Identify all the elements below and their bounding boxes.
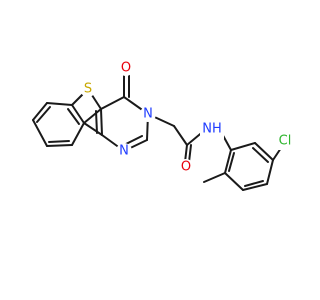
ring-nitrogen-1-label: N <box>119 144 129 159</box>
bond <box>32 102 48 121</box>
bond <box>252 147 269 163</box>
amide-oxygen-label: O <box>181 160 191 175</box>
bond <box>48 140 70 143</box>
ring-carbonyl-oxygen-label: O <box>121 61 131 76</box>
bond <box>95 110 98 134</box>
bond <box>100 96 125 110</box>
bond <box>266 159 274 185</box>
amide-nitrogen-label: NH <box>202 122 222 137</box>
bond <box>83 108 102 124</box>
bond <box>100 108 103 136</box>
bond <box>71 104 85 124</box>
bond <box>228 152 235 172</box>
bond <box>224 172 244 191</box>
sulfur-atom-label: S <box>84 82 92 97</box>
bond <box>244 180 264 187</box>
bond <box>224 149 232 174</box>
bond <box>46 144 73 147</box>
bond <box>254 142 274 161</box>
bond <box>46 102 73 106</box>
molecule-structure: S O N N O NH Cl <box>32 60 298 191</box>
molecule-canvas: S O N N O NH Cl <box>32 60 298 191</box>
bond <box>173 125 188 146</box>
bond <box>36 106 51 123</box>
bond <box>71 122 85 146</box>
bond <box>83 122 103 136</box>
atom-layer: S O N N O NH Cl <box>80 60 298 175</box>
bond <box>32 119 48 147</box>
chlorine-atom-label: Cl <box>279 134 292 149</box>
bond <box>230 142 256 151</box>
ring-nitrogen-3-label: N <box>143 107 153 122</box>
bond <box>242 183 268 191</box>
bond <box>188 144 192 163</box>
bond <box>67 108 80 125</box>
bond <box>203 172 226 183</box>
bond-layer <box>32 72 284 191</box>
bond <box>123 135 143 146</box>
